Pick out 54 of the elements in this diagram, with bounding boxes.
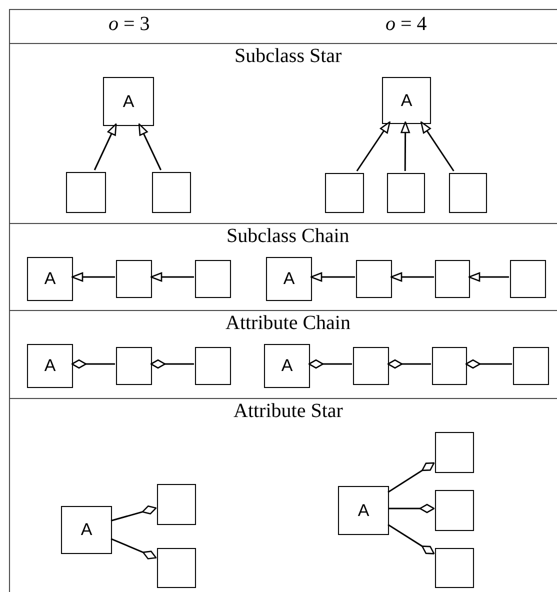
class-box	[387, 173, 425, 213]
class-box	[66, 172, 106, 213]
class-box: A	[61, 506, 112, 554]
class-box	[353, 347, 389, 385]
aggregation-line	[71, 359, 115, 369]
class-box	[195, 260, 231, 298]
inheritance-arrow	[420, 121, 454, 172]
class-box	[435, 490, 474, 531]
inheritance-arrow	[468, 272, 509, 282]
class-box	[195, 347, 231, 385]
aggregation-line	[387, 359, 431, 369]
class-box: A	[27, 344, 73, 388]
aggregation-line	[110, 505, 157, 522]
aggregation-line	[388, 504, 435, 514]
column-header: o = 3	[108, 13, 150, 36]
class-box	[356, 260, 392, 298]
aggregation-line	[465, 359, 512, 369]
inheritance-arrow	[390, 272, 434, 282]
class-box: A	[266, 257, 312, 301]
inheritance-arrow	[138, 123, 162, 170]
section-title: Attribute Star	[234, 400, 343, 423]
class-box	[435, 260, 470, 298]
aggregation-line	[388, 524, 435, 554]
class-box	[116, 260, 152, 298]
class-box	[325, 173, 364, 213]
inheritance-arrow	[310, 272, 355, 282]
class-box	[157, 484, 196, 525]
aggregation-line	[308, 359, 352, 369]
inheritance-arrow	[400, 121, 410, 171]
class-box	[449, 173, 487, 213]
class-box	[435, 548, 474, 588]
class-box: A	[382, 77, 431, 124]
inheritance-arrow	[94, 123, 117, 170]
class-box	[432, 347, 467, 385]
class-box	[157, 548, 196, 588]
inheritance-arrow	[150, 272, 194, 282]
class-box: A	[338, 486, 389, 535]
class-box	[116, 347, 152, 385]
aggregation-line	[150, 359, 194, 369]
aggregation-line	[110, 538, 157, 560]
class-box	[152, 172, 191, 213]
aggregation-line	[388, 462, 435, 493]
class-box: A	[103, 77, 154, 126]
section-title: Attribute Chain	[226, 312, 350, 335]
class-box: A	[264, 344, 310, 388]
inheritance-arrow	[356, 121, 390, 172]
section-title: Subclass Star	[234, 45, 342, 68]
inheritance-arrow	[71, 272, 115, 282]
class-box	[435, 432, 474, 473]
class-box	[513, 347, 549, 385]
class-box: A	[27, 257, 73, 301]
section-title: Subclass Chain	[226, 225, 350, 248]
column-header: o = 4	[386, 13, 427, 36]
class-box	[510, 260, 546, 298]
